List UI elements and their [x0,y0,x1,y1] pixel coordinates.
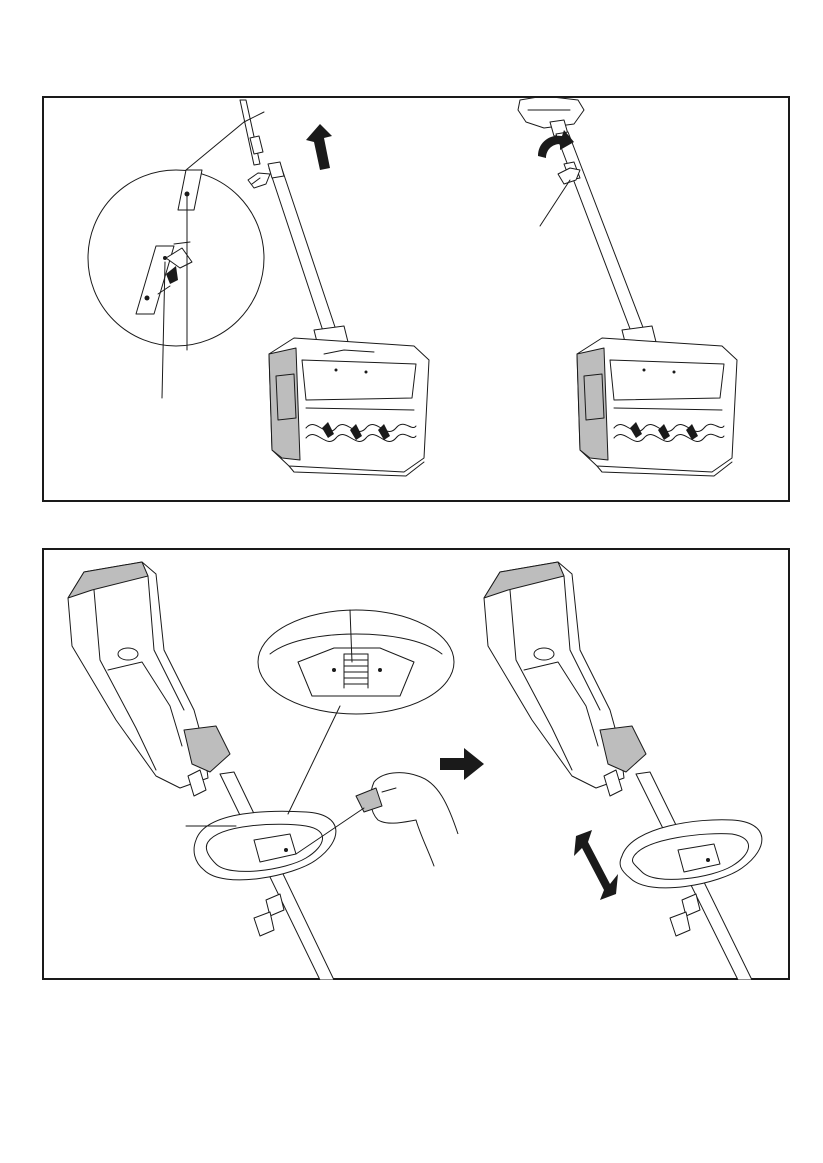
zoom-leader-line [288,706,340,814]
shaft [556,132,644,334]
right-arrow-icon [440,748,484,780]
handle-grip [254,912,274,936]
snow-thrower-left [240,100,429,476]
figure-auxiliary-handle [42,548,790,980]
figure-2-drawing [44,550,790,980]
motor-head-right [484,562,752,980]
auger-housing [577,338,737,476]
screwdriver-handle [356,788,382,812]
double-arrow-icon [574,830,618,900]
detail-zoom-circle [88,112,264,346]
lower-shaft [269,166,336,334]
snow-thrower-right [518,98,737,476]
hand [374,773,458,834]
callout-line-3 [540,180,570,226]
figure-handle-extension [42,96,790,502]
auger-housing [269,338,429,476]
upper-shaft [240,100,260,165]
loop-handle-right [620,820,762,888]
up-arrow-icon [306,124,332,170]
figure-1-drawing [44,98,790,502]
handle-grip [248,173,270,188]
handle-grip [670,912,690,936]
loop-handle-left [194,811,336,880]
